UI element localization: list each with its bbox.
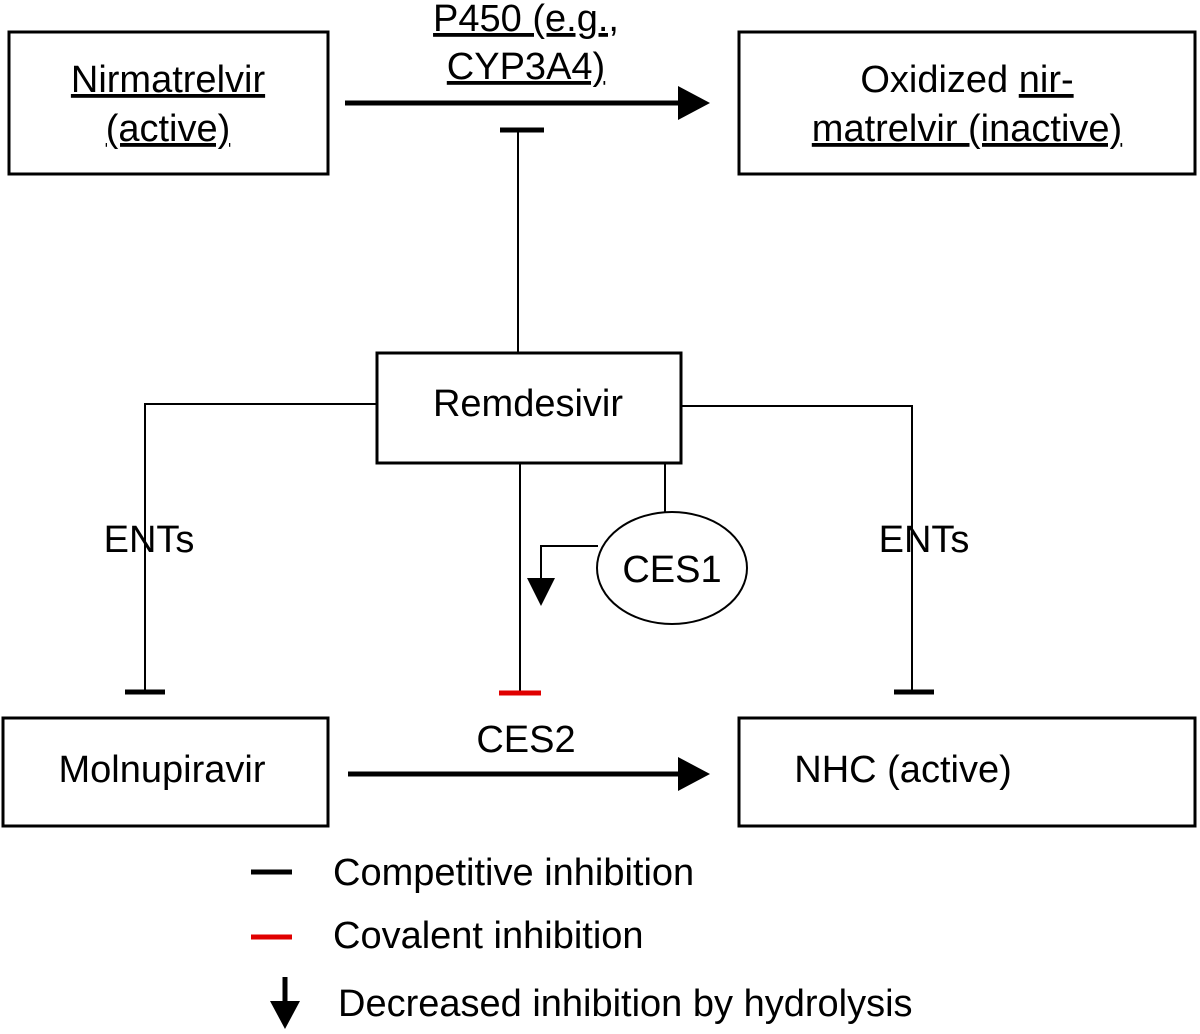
oxidized-nirmatrelvir-state-label: matrelvir (inactive) <box>812 108 1122 150</box>
p450-example-label: CYP3A4) <box>447 46 605 88</box>
molnupiravir-label: Molnupiravir <box>59 749 266 791</box>
p450-label: P450 (e.g., <box>433 0 619 40</box>
ces1-hydrolysis-arrow-icon <box>527 578 555 606</box>
legend-hydrolysis-arrow-icon <box>270 1001 300 1029</box>
right-ents-label: ENTs <box>879 519 970 561</box>
oxidized-nirmatrelvir-box <box>737 30 1197 176</box>
ces1-node <box>596 511 748 625</box>
legend-covalent-label: Covalent inhibition <box>333 915 644 957</box>
remdesivir-to-left-ents-line <box>144 403 377 692</box>
molnupiravir-to-nhc-arrowhead <box>678 757 710 791</box>
p450-metabolism-arrowhead <box>678 86 710 120</box>
remdesivir-box <box>375 351 683 465</box>
legend-hydrolysis-label: Decreased inhibition by hydrolysis <box>338 983 913 1025</box>
oxidized-nirmatrelvir-label: Oxidized nir- <box>860 59 1073 101</box>
nirmatrelvir-box <box>7 30 330 176</box>
left-ents-label: ENTs <box>104 519 195 561</box>
nhc-label: NHC (active) <box>794 749 1011 791</box>
legend-competitive-label: Competitive inhibition <box>333 852 694 894</box>
remdesivir-to-right-ents-line <box>681 405 913 692</box>
remdesivir-label: Remdesivir <box>433 383 623 425</box>
nhc-box <box>737 716 1197 828</box>
nirmatrelvir-state-label: (active) <box>106 108 231 150</box>
legend: Competitive inhibition Covalent inhibiti… <box>251 852 913 1029</box>
ces1-label: CES1 <box>622 549 721 591</box>
nirmatrelvir-label: Nirmatrelvir <box>71 59 266 101</box>
ces2-label: CES2 <box>476 719 575 761</box>
molnupiravir-box <box>1 716 330 828</box>
ces1-hydrolysis-connector <box>540 545 598 580</box>
